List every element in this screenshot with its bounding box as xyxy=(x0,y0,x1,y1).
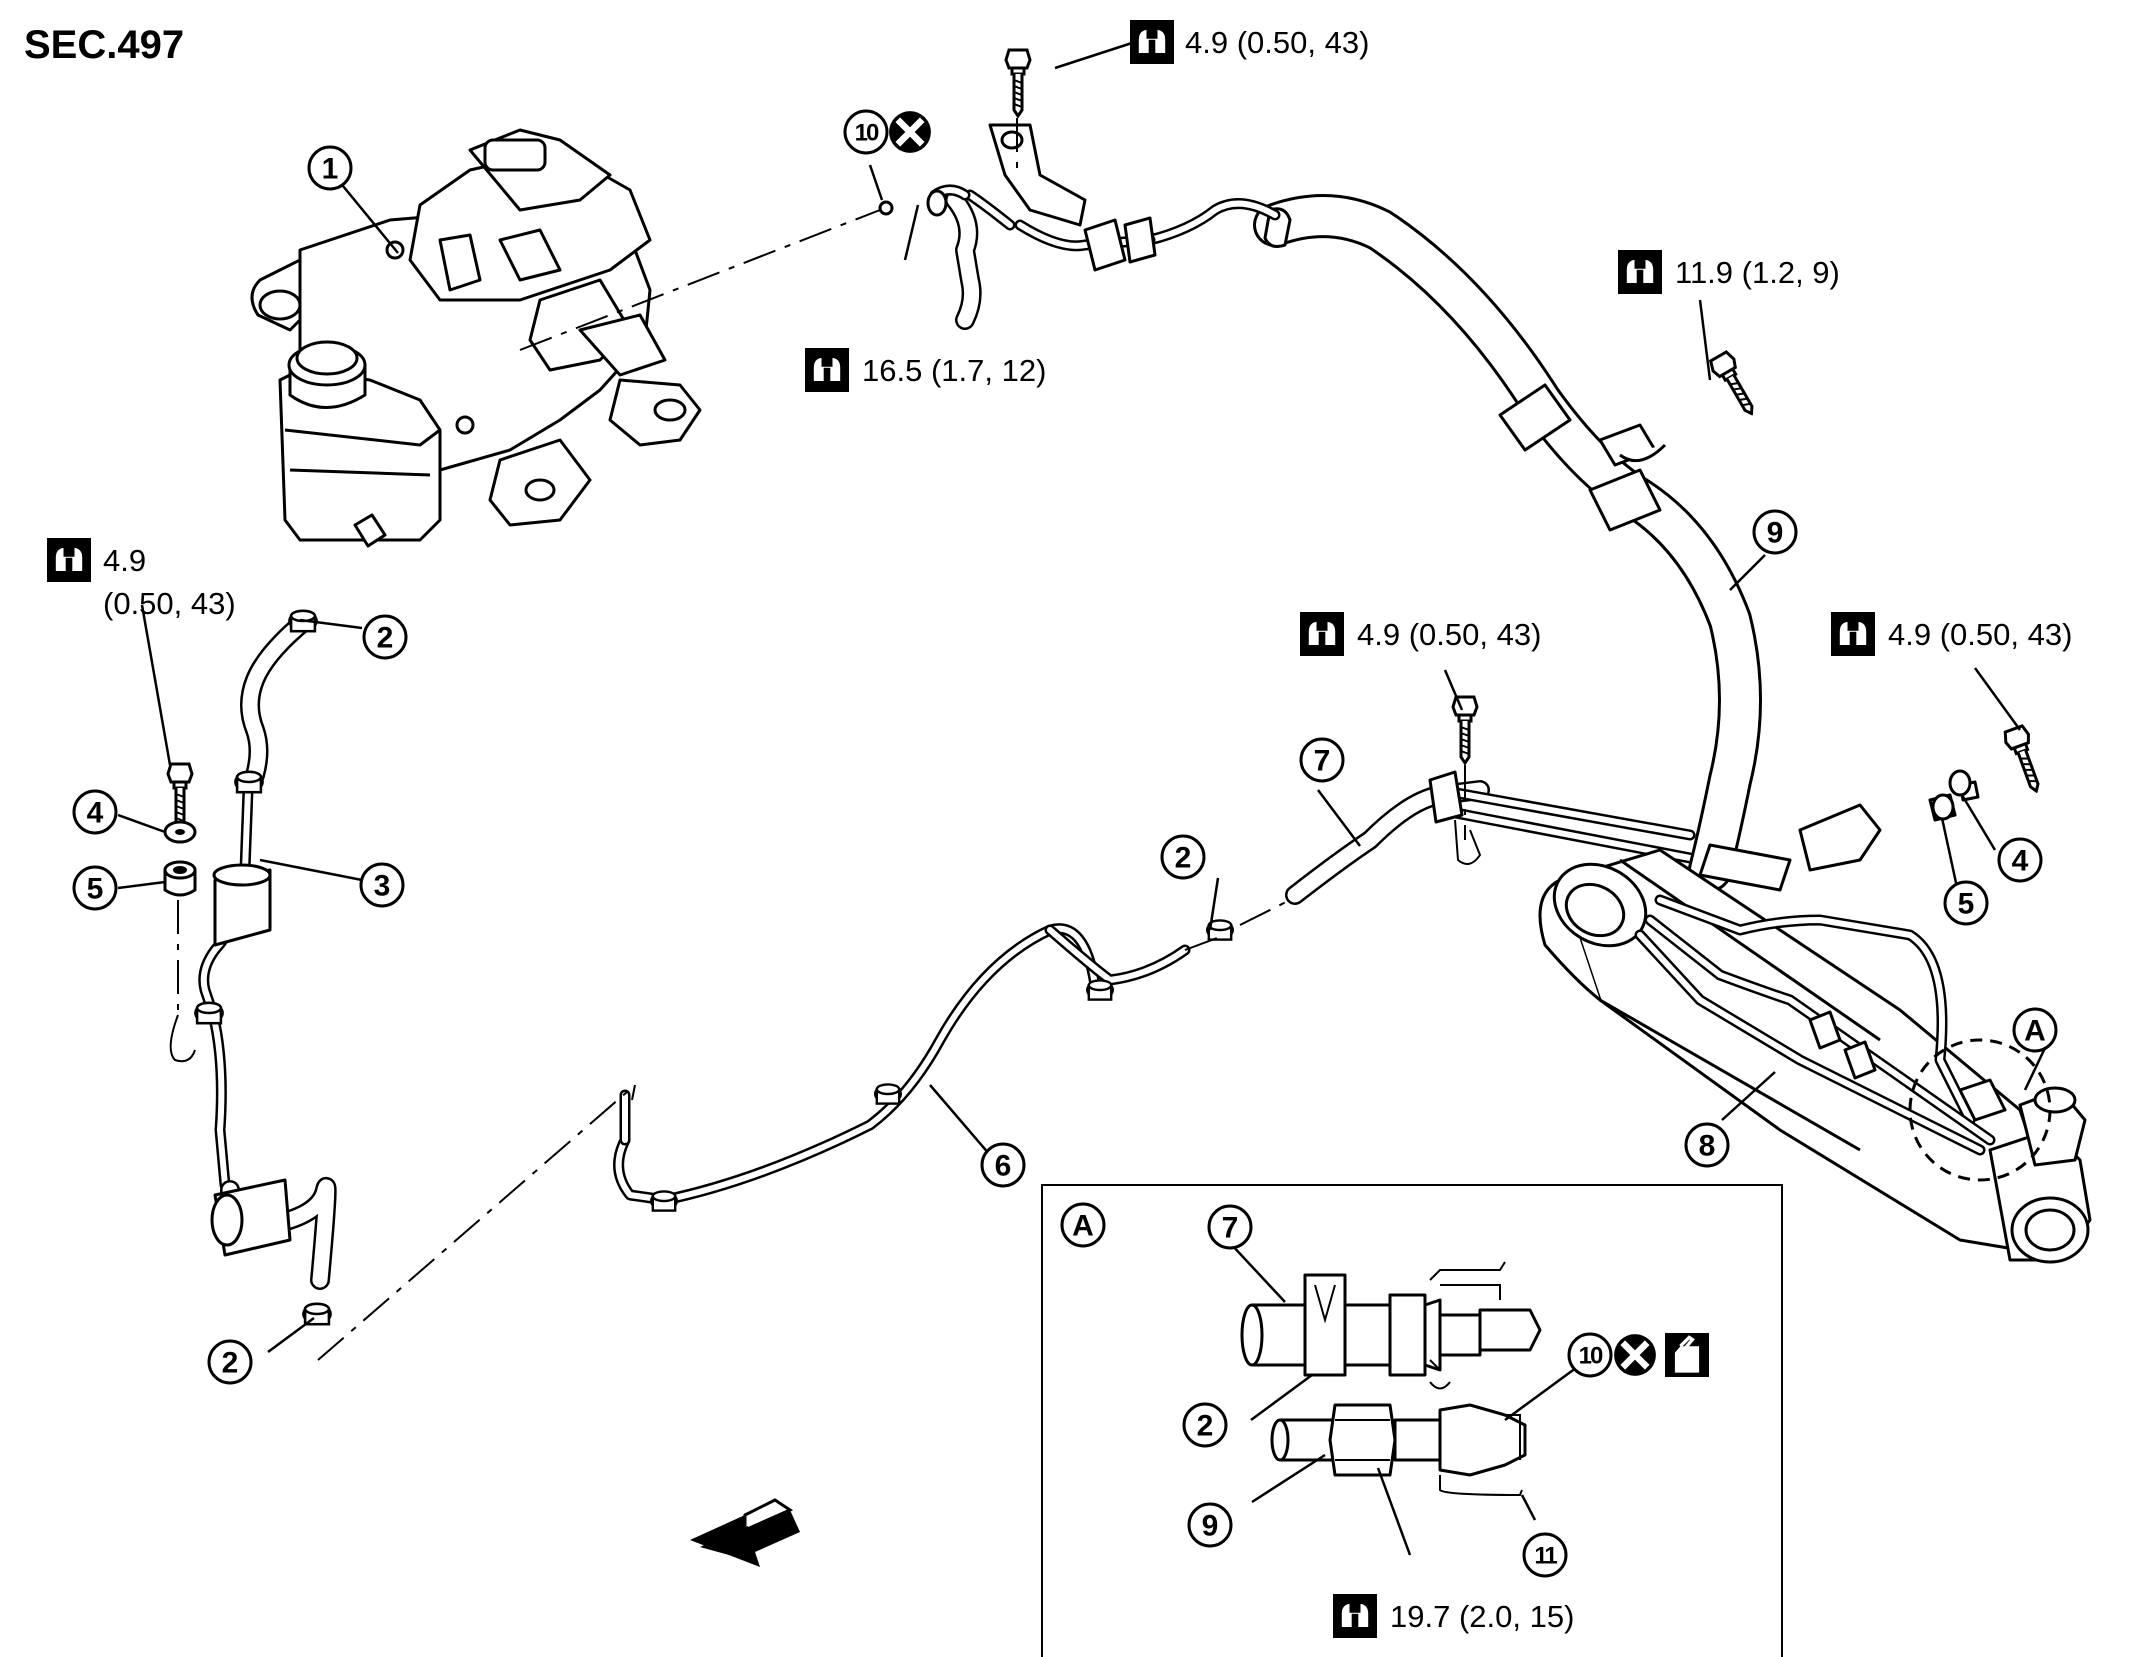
callout-9-detail: 9 xyxy=(1187,1502,1233,1548)
callout-2-detail: 2 xyxy=(1182,1402,1228,1448)
svg-text:2: 2 xyxy=(222,1347,239,1380)
bolt-top-icon xyxy=(1004,48,1032,118)
bolt-clamp-icon xyxy=(1706,348,1764,422)
torque-wrench-icon xyxy=(805,348,849,392)
svg-text:4: 4 xyxy=(87,797,104,830)
washer-4-right xyxy=(1948,769,1972,797)
svg-text:3: 3 xyxy=(374,870,391,903)
callout-7-detail: 7 xyxy=(1207,1204,1253,1250)
svg-text:8: 8 xyxy=(1699,1130,1716,1163)
svg-text:11.9 (1.2, 9): 11.9 (1.2, 9) xyxy=(1675,255,1840,290)
svg-text:6: 6 xyxy=(995,1150,1012,1183)
callout-2-lower: 2 xyxy=(207,1339,253,1385)
svg-text:4.9 (0.50, 43): 4.9 (0.50, 43) xyxy=(1357,617,1541,652)
callout-10: 10 xyxy=(843,109,889,155)
bolt-right-icon xyxy=(2000,723,2050,797)
torque-wrench-icon xyxy=(1300,612,1344,656)
callout-4-right: 4 xyxy=(1997,837,2043,883)
svg-text:10: 10 xyxy=(1579,1343,1603,1370)
callout-2-upper: 2 xyxy=(362,614,408,660)
do-not-reuse-icon xyxy=(889,111,931,153)
svg-text:A: A xyxy=(1072,1210,1094,1243)
callout-5-left: 5 xyxy=(72,865,118,911)
power-steering-pump-reservoir xyxy=(250,128,702,548)
callout-3: 3 xyxy=(359,862,405,908)
torque-wrench-icon xyxy=(1831,612,1875,656)
callout-10-detail: 10 xyxy=(1567,1332,1613,1378)
torque-wrench-icon xyxy=(1333,1594,1377,1638)
torque-spec-reservoir-line: 16.5 (1.7, 12) xyxy=(805,348,1046,392)
callout-11: 11 xyxy=(1522,1532,1568,1578)
callout-a-box: A xyxy=(1060,1202,1106,1248)
bolt-mid-icon xyxy=(1451,695,1479,765)
callout-4-left: 4 xyxy=(72,789,118,835)
front-direction-arrow-icon xyxy=(690,1498,800,1567)
do-not-reuse-icon xyxy=(1614,1334,1656,1376)
pressure-hose-9 xyxy=(926,123,1762,892)
reservoir-hose-3 xyxy=(169,609,337,1326)
svg-text:5: 5 xyxy=(87,873,104,906)
callout-5-right: 5 xyxy=(1943,880,1989,926)
svg-text:4.9 (0.50, 43): 4.9 (0.50, 43) xyxy=(1185,25,1369,60)
return-hose-6 xyxy=(613,919,1235,1212)
torque-wrench-icon xyxy=(47,538,91,582)
torque-spec-top: 4.9 (0.50, 43) xyxy=(1130,20,1369,64)
torque-spec-detail: 19.7 (2.0, 15) xyxy=(1333,1594,1574,1638)
detail-a-panel xyxy=(1041,1184,1783,1657)
section-title: SEC.497 xyxy=(24,23,184,67)
callout-2-mid: 2 xyxy=(1160,834,1206,880)
svg-text:9: 9 xyxy=(1202,1510,1219,1543)
svg-text:1: 1 xyxy=(322,153,339,186)
svg-text:2: 2 xyxy=(377,622,394,655)
callout-1: 1 xyxy=(307,145,353,191)
hose-7 xyxy=(1285,770,1696,905)
svg-text:11: 11 xyxy=(1534,1543,1557,1570)
svg-text:2: 2 xyxy=(1175,842,1192,875)
callout-6: 6 xyxy=(980,1142,1026,1188)
bolt-left-icon xyxy=(166,762,194,832)
torque-spec-left: 4.9 (0.50, 43) xyxy=(47,538,236,621)
grommet-5-left xyxy=(163,860,197,897)
torque-spec-right: 4.9 (0.50, 43) xyxy=(1831,612,2072,656)
callout-9: 9 xyxy=(1752,509,1798,555)
svg-text:16.5 (1.7, 12): 16.5 (1.7, 12) xyxy=(862,353,1046,388)
steering-gear-assembly-8 xyxy=(1538,780,2092,1264)
torque-wrench-icon xyxy=(1130,20,1174,64)
callout-a-marker: A xyxy=(2012,1007,2058,1053)
svg-text:4.9: 4.9 xyxy=(103,543,146,578)
svg-text:A: A xyxy=(2024,1015,2046,1048)
svg-text:7: 7 xyxy=(1222,1212,1239,1245)
svg-text:2: 2 xyxy=(1197,1410,1214,1443)
detail-a-highlight xyxy=(1908,1038,2052,1182)
torque-wrench-icon xyxy=(1618,250,1662,294)
svg-text:10: 10 xyxy=(855,120,879,147)
torque-spec-mid: 4.9 (0.50, 43) xyxy=(1300,612,1541,656)
svg-text:4: 4 xyxy=(2012,845,2029,878)
torque-spec-clamp: 11.9 (1.2, 9) xyxy=(1618,250,1840,294)
svg-text:7: 7 xyxy=(1314,745,1331,778)
svg-text:9: 9 xyxy=(1767,517,1784,550)
leader-lines xyxy=(117,40,2047,1556)
svg-text:19.7 (2.0, 15): 19.7 (2.0, 15) xyxy=(1390,1599,1574,1634)
svg-text:4.9 (0.50, 43): 4.9 (0.50, 43) xyxy=(1888,617,2072,652)
callout-8: 8 xyxy=(1684,1122,1730,1168)
apply-fluid-icon xyxy=(1665,1333,1709,1377)
svg-text:(0.50, 43): (0.50, 43) xyxy=(103,586,236,621)
callout-7: 7 xyxy=(1299,737,1345,783)
svg-text:5: 5 xyxy=(1958,888,1975,921)
